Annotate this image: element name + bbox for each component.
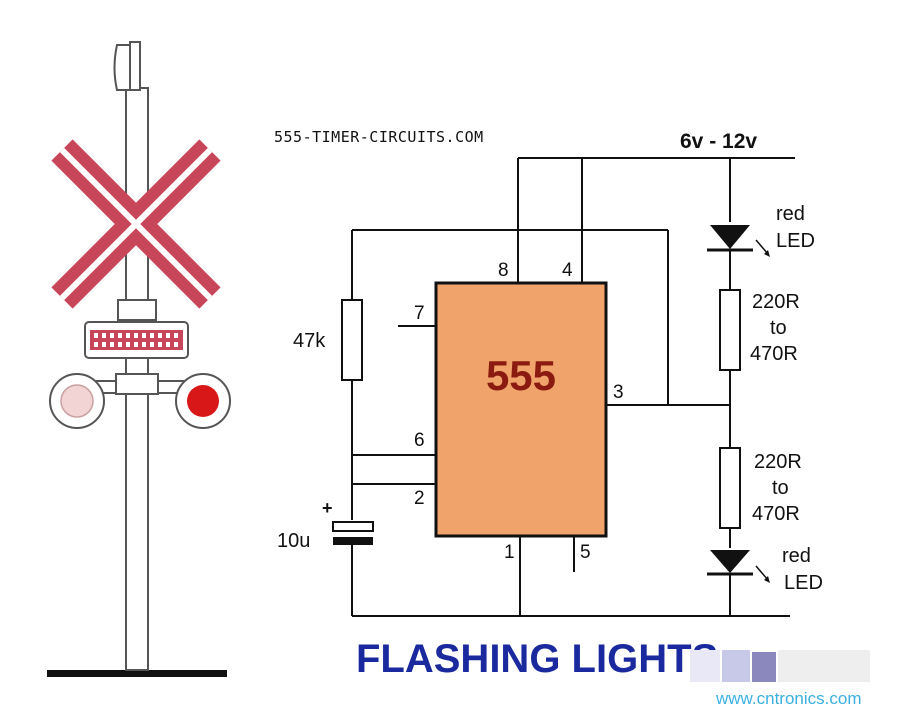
lamp-on-icon <box>175 373 231 429</box>
led-top-label-line2: LED <box>776 230 815 252</box>
bell-dot <box>110 342 114 347</box>
lamp-bar <box>91 373 185 395</box>
bell-dot <box>150 333 154 338</box>
bell-dot <box>126 333 130 338</box>
led-bottom-icon <box>707 550 770 583</box>
circuit-wires <box>351 157 795 617</box>
led-top-icon <box>707 225 770 257</box>
pin-6-label: 6 <box>414 430 425 451</box>
ground-line <box>47 670 227 677</box>
resistor-bottom-label-line3: 470R <box>752 503 800 525</box>
led-bottom-label-line2: LED <box>784 572 823 594</box>
bell-dot <box>118 333 122 338</box>
pin-5-label: 5 <box>580 542 591 563</box>
bell-dot <box>102 342 106 347</box>
pin-1-label: 1 <box>504 542 515 563</box>
led-bottom-label-line1: red <box>782 545 811 567</box>
watermark-text: www.cntronics.com <box>715 689 861 708</box>
diagram-title: FLASHING LIGHTS <box>356 637 718 681</box>
bell-dot <box>158 333 162 338</box>
chip-555: 555 <box>434 281 608 538</box>
crossbuck-icon <box>51 139 221 309</box>
watermark-blocks <box>690 650 870 682</box>
bell-dot <box>150 342 154 347</box>
site-label: 555-TIMER-CIRCUITS.COM <box>274 128 484 146</box>
led-top-label-line1: red <box>776 203 805 225</box>
bell-dot <box>142 342 146 347</box>
resistor-top-label-line1: 220R <box>752 291 800 313</box>
railroad-crossing-signal <box>47 41 231 677</box>
resistor-bottom-label-line2: to <box>772 477 789 499</box>
resistor-bottom <box>719 447 741 529</box>
bell-dot <box>110 333 114 338</box>
pin-7-label: 7 <box>414 303 425 324</box>
pin-8-label: 8 <box>498 260 509 281</box>
resistor-47k <box>341 299 363 381</box>
bell-dot <box>166 342 170 347</box>
supply-voltage-label: 6v - 12v <box>680 130 757 153</box>
bell-dot <box>166 333 170 338</box>
bell-dot <box>174 342 178 347</box>
resistor-bottom-label-line1: 220R <box>754 451 802 473</box>
bell-dot <box>158 342 162 347</box>
pin-4-label: 4 <box>562 260 573 281</box>
bell-sign-icon <box>84 321 189 359</box>
bell-dot <box>118 342 122 347</box>
capacitor-10u-label: 10u <box>277 530 310 552</box>
capacitor-10u-icon <box>332 521 374 545</box>
bell-dot <box>94 333 98 338</box>
bell-dot <box>142 333 146 338</box>
capacitor-polarity-label: + <box>322 498 333 518</box>
bell-dot <box>102 333 106 338</box>
resistor-47k-label: 47k <box>293 330 326 352</box>
bell-dot <box>134 333 138 338</box>
lamp-off-icon <box>49 373 105 429</box>
resistor-top <box>719 289 741 371</box>
pin-3-label: 3 <box>613 382 624 403</box>
bell-dot <box>126 342 130 347</box>
pole-top-lamp-icon <box>113 41 141 91</box>
sign-collar <box>117 299 157 321</box>
pin-2-label: 2 <box>414 488 425 509</box>
resistor-top-label-line3: 470R <box>750 343 798 365</box>
bell-dot <box>174 333 178 338</box>
bell-dot <box>134 342 138 347</box>
bell-dot <box>94 342 98 347</box>
chip-label: 555 <box>486 352 556 399</box>
resistor-top-label-line2: to <box>770 317 787 339</box>
